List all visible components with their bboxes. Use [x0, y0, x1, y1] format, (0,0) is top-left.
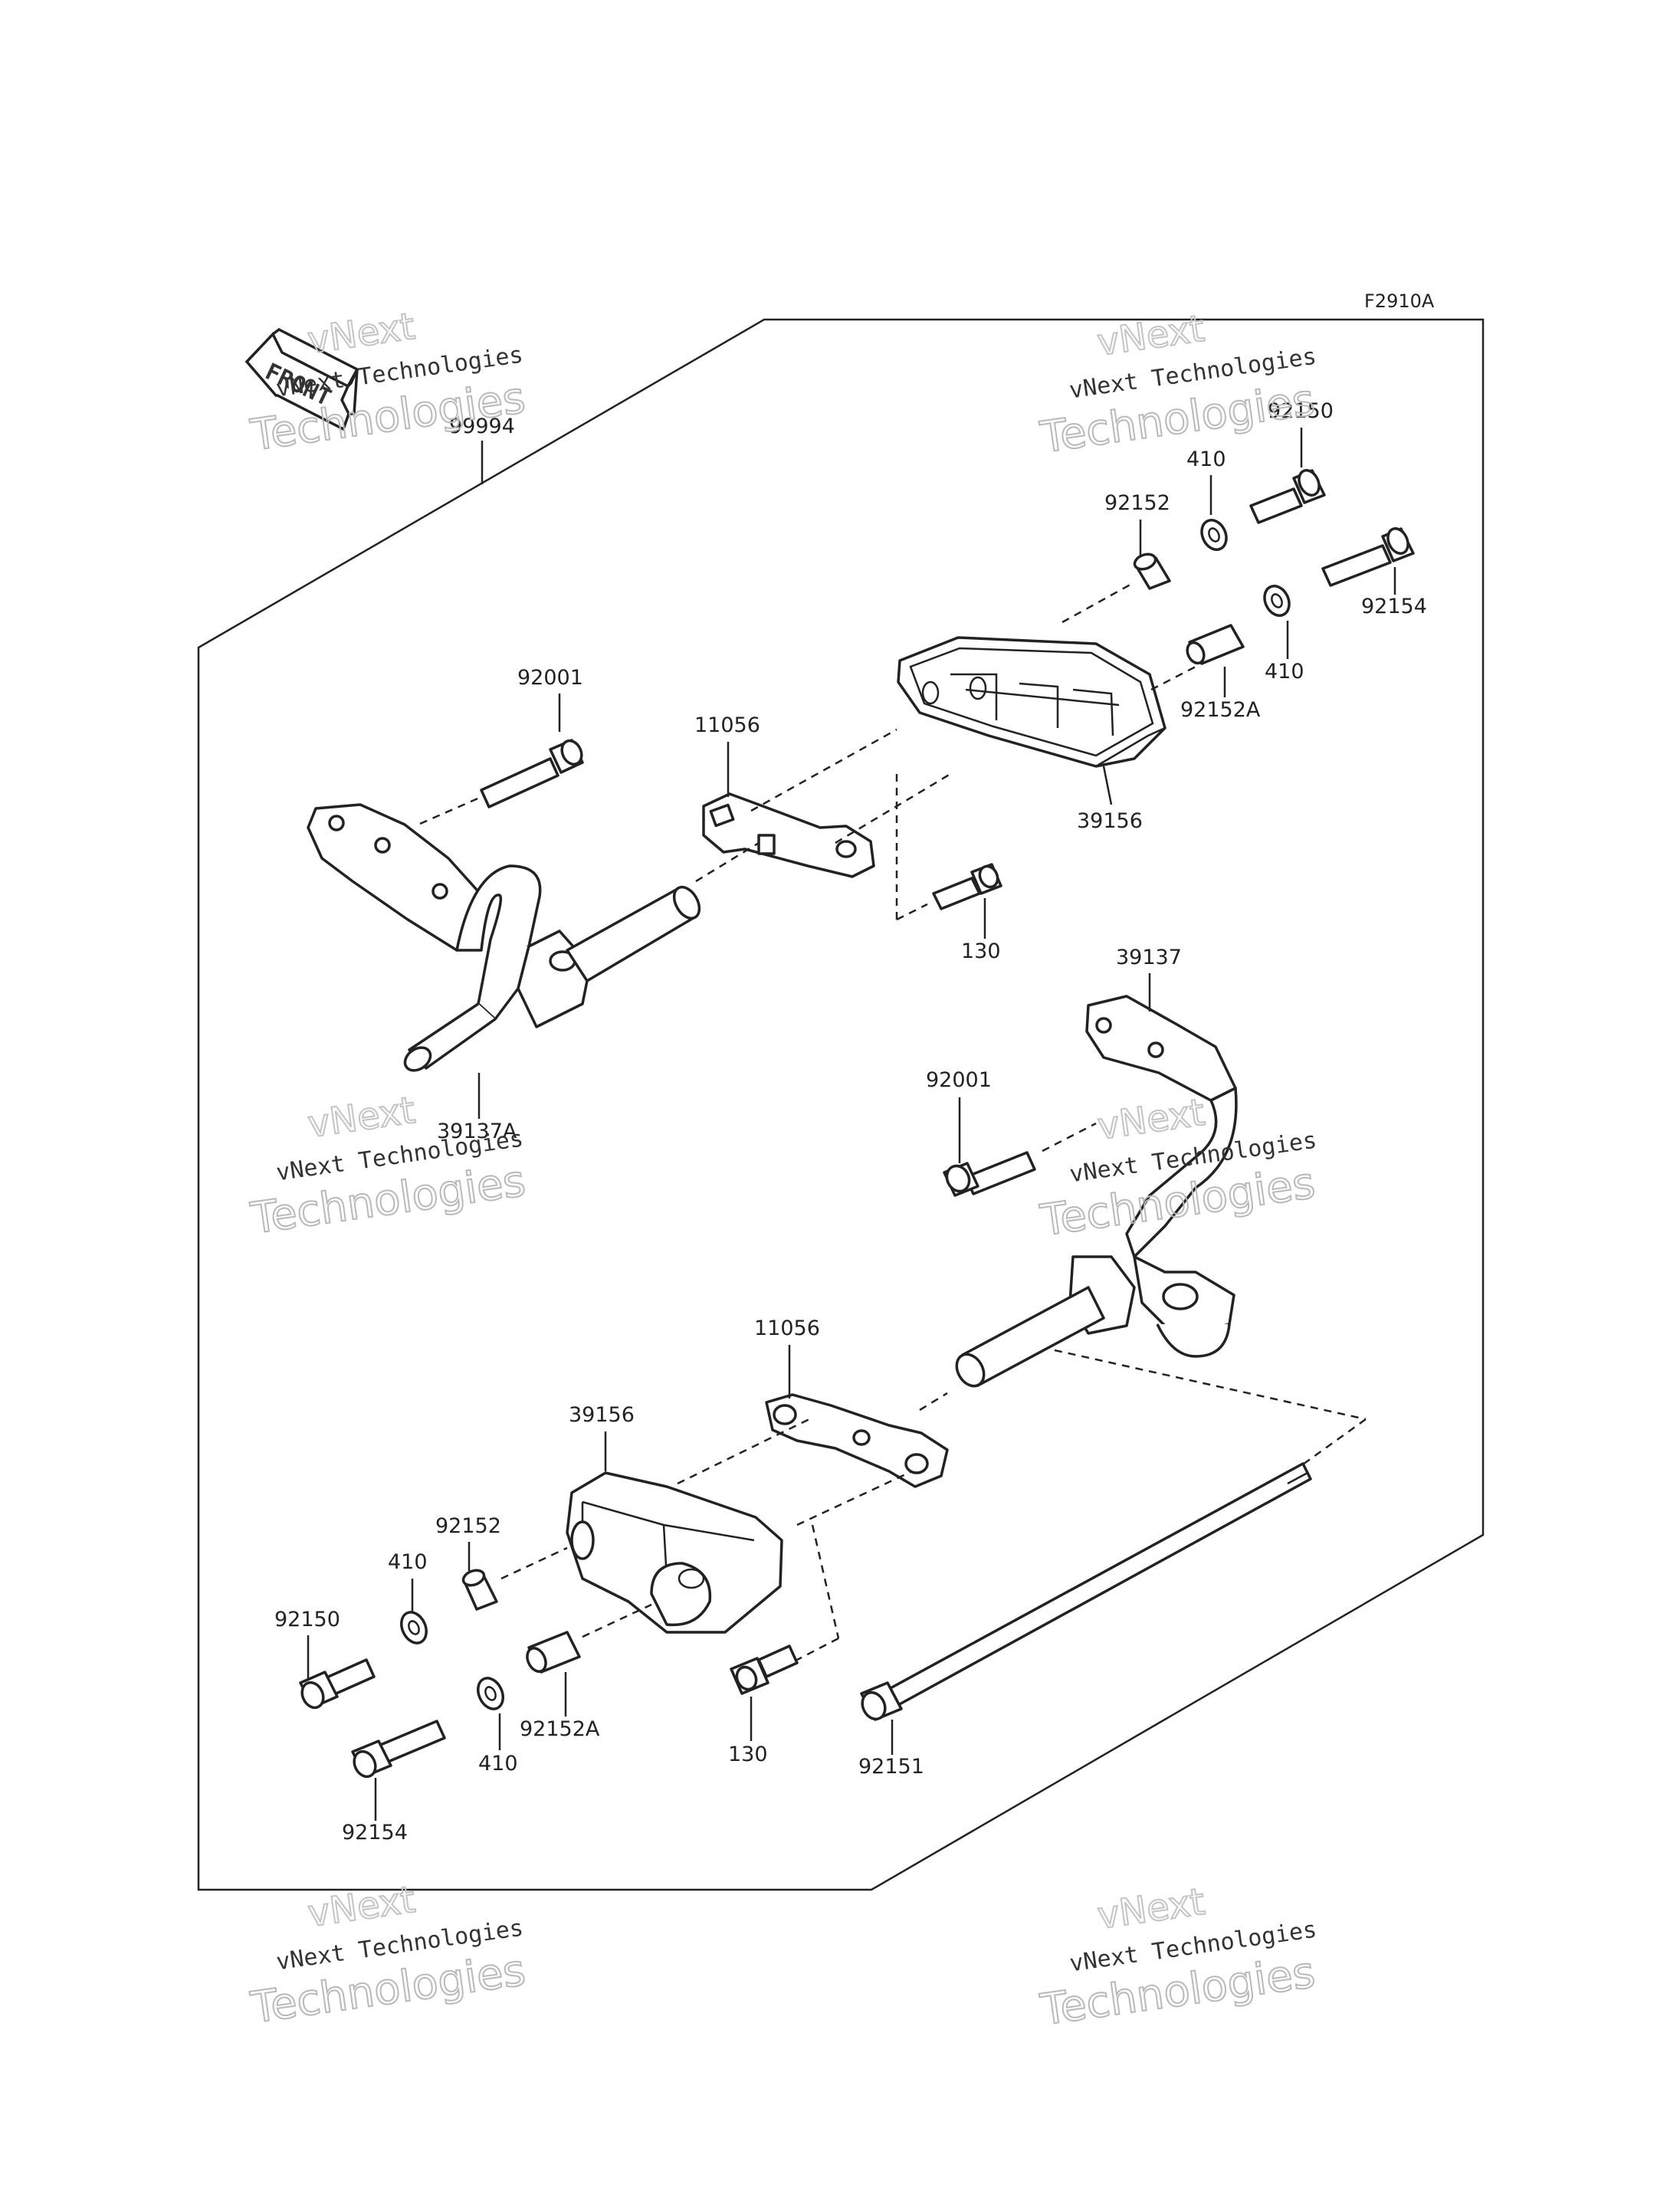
dash-39156-lower-a: [677, 1416, 813, 1485]
bolt-92151: [860, 1462, 1312, 1721]
label-bolt-92001-lower: 92001: [926, 1068, 992, 1092]
watermark-top-right: vNext vNext Technologies Technologies: [1036, 307, 1318, 464]
collar-92152A-upper: [1186, 624, 1245, 665]
frame-slider-bracket-upper: [307, 803, 701, 1072]
watermark-mid-left: vNext vNext Technologies Technologies: [247, 1088, 529, 1245]
collar-92152-upper: [1133, 553, 1171, 590]
bolt-92150-upper: [1249, 469, 1326, 524]
svg-text:vNext: vNext: [1094, 307, 1207, 365]
label-bolt-92151: 92151: [858, 1755, 924, 1779]
bolt-92150-lower: [299, 1658, 376, 1710]
label-slider-39156-lower: 39156: [569, 1403, 635, 1427]
washer-410-lower: [400, 1611, 428, 1644]
figure-code: F2910A: [1364, 290, 1435, 312]
washer-410-upper: [1200, 519, 1228, 551]
dash-39156-upper-a: [1061, 581, 1135, 624]
dash-11056-upper-a: [750, 728, 897, 812]
dash-92001-upper: [419, 795, 482, 825]
label-collar-92152-upper: 92152: [1104, 491, 1170, 515]
bolt-92154-lower: [351, 1720, 446, 1779]
dash-11056-upper-b: [835, 772, 951, 844]
dash-11056-upper-h: [896, 903, 928, 921]
washer-410-upper-right: [1263, 585, 1291, 617]
watermark-bottom-right: vNext vNext Technologies Technologies: [1036, 1880, 1318, 2037]
dash-39156-lower-b: [796, 1470, 913, 1526]
label-slider-39156-upper: 39156: [1077, 809, 1143, 833]
mounting-plate-11056-upper: [702, 792, 875, 878]
label-plate-11056-lower: 11056: [754, 1317, 820, 1340]
svg-text:vNext: vNext: [305, 1878, 418, 1936]
label-collar-92152A-lower: 92152A: [520, 1717, 600, 1741]
label-collar-92152-lower: 92152: [435, 1514, 501, 1538]
dash-39156-lower-h: [796, 1637, 839, 1661]
label-washer-410-upper: 410: [1186, 448, 1226, 471]
frame-slider-39156-lower: [566, 1471, 783, 1634]
label-bolt-92154-lower: 92154: [342, 1821, 408, 1844]
dash-11056-lower-c: [919, 1392, 948, 1412]
frame-slider-bracket-lower: [955, 995, 1238, 1388]
label-washer-410-upper-right: 410: [1265, 660, 1304, 684]
label-bolt-130-lower: 130: [728, 1743, 768, 1766]
label-bolt-92154-upper: 92154: [1361, 595, 1427, 618]
label-washer-410-lower-bottom: 410: [478, 1752, 518, 1776]
dash-92001-lower: [1042, 1122, 1097, 1153]
label-bracket-39137: 39137: [1116, 946, 1182, 969]
washer-410-lower-bottom: [477, 1677, 504, 1710]
collar-92152-lower: [461, 1569, 498, 1611]
dash-bracket-upper: [695, 841, 760, 883]
label-kit: 99994: [449, 415, 515, 438]
label-bracket-39137A: 39137A: [437, 1120, 517, 1143]
bolt-130-lower: [730, 1644, 799, 1695]
label-bolt-130-upper: 130: [961, 939, 1001, 963]
label-bolt-92150-lower: 92150: [274, 1608, 340, 1631]
dash-92152-lower: [500, 1546, 568, 1580]
kit-outline-frame: [197, 318, 1485, 1891]
watermark-mid-right: vNext vNext Technologies Technologies: [1036, 1090, 1318, 1248]
label-plate-11056-upper: 11056: [694, 713, 760, 737]
bolt-92154-upper: [1321, 527, 1415, 587]
label-washer-410-lower: 410: [388, 1550, 428, 1574]
label-collar-92152A-upper: 92152A: [1180, 698, 1261, 722]
frame-slider-39156-upper: [897, 636, 1166, 768]
svg-text:vNext: vNext: [1095, 1091, 1208, 1149]
mounting-plate-11056-lower: [765, 1393, 949, 1488]
label-bolt-92150-upper: 92150: [1268, 399, 1334, 423]
dash-39156-lower-v: [811, 1524, 840, 1639]
dash-11056-lower-a: [1054, 1349, 1367, 1421]
bolt-130-upper: [932, 863, 1002, 910]
collar-92152A-lower: [526, 1631, 581, 1674]
leader-39156-upper: [1102, 766, 1113, 805]
bolt-92001-lower: [943, 1151, 1036, 1197]
svg-text:vNext: vNext: [305, 1089, 418, 1146]
dash-39156-upper-b: [1150, 665, 1196, 691]
label-bolt-92001-upper: 92001: [517, 666, 583, 690]
svg-text:vNext: vNext: [1095, 1881, 1208, 1938]
bolt-92001-upper: [480, 739, 584, 808]
svg-text:vNext: vNext: [305, 305, 418, 362]
